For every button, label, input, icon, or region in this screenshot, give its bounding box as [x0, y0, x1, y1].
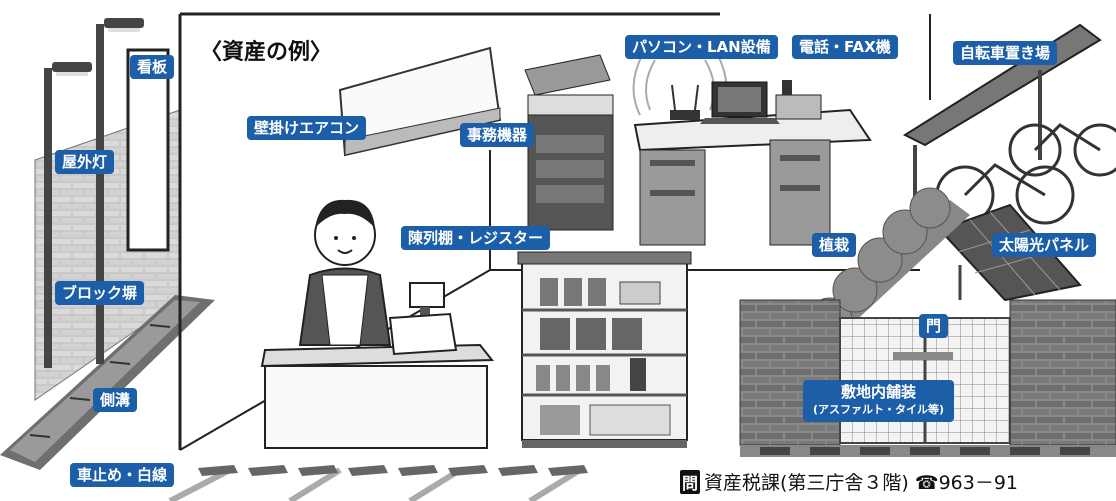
- register-illustration: [388, 282, 458, 356]
- label-aircon: 壁掛けエアコン: [247, 116, 367, 140]
- label-display-register: 陳列棚・レジスター: [401, 226, 551, 250]
- bicycle-illustration: [935, 123, 1116, 225]
- label-block-wall: ブロック塀: [55, 281, 145, 305]
- label-signboard: 看板: [130, 55, 175, 79]
- contact-phone[interactable]: 963－91: [938, 472, 1019, 494]
- copier-illustration: [524, 54, 614, 231]
- phone-icon: ☎: [914, 472, 939, 494]
- inquiry-badge: 問: [680, 470, 701, 494]
- asset-examples-title: 〈資産の例〉: [200, 40, 333, 65]
- label-paving: 敷地内舗装 (アスファルト・タイル等): [803, 380, 955, 422]
- label-bicycle-parking: 自転車置き場: [953, 41, 1058, 65]
- label-phone-fax: 電話・FAX機: [792, 35, 898, 59]
- label-planting: 植栽: [812, 233, 857, 257]
- car-stop-illustration: [168, 465, 588, 501]
- contact-footer: 問資産税課(第三庁舎３階) ☎963－91: [680, 468, 1018, 495]
- counter-illustration: [260, 343, 495, 449]
- signboard-illustration: [126, 48, 170, 252]
- label-solar-panel: 太陽光パネル: [992, 233, 1097, 257]
- label-office-equipment: 事務機器: [460, 123, 535, 147]
- label-paving-main: 敷地内舗装: [841, 383, 917, 401]
- label-pc-lan: パソコン・LAN設備: [625, 35, 778, 59]
- label-outdoor-light: 屋外灯: [55, 150, 115, 174]
- contact-department: 資産税課(第三庁舎３階): [704, 472, 909, 494]
- label-paving-note: (アスファルト・タイル等): [813, 403, 945, 416]
- display-shelf-illustration: [517, 251, 692, 448]
- label-gate: 門: [919, 314, 949, 338]
- gutter-illustration: [0, 295, 215, 470]
- paving-illustration: [740, 445, 1116, 457]
- outdoor-light-illustration: [44, 18, 144, 368]
- label-car-stop: 車止め・白線: [70, 463, 175, 487]
- shopkeeper-illustration: [298, 199, 392, 346]
- label-gutter: 側溝: [93, 388, 138, 412]
- office-desk-illustration: [633, 80, 872, 246]
